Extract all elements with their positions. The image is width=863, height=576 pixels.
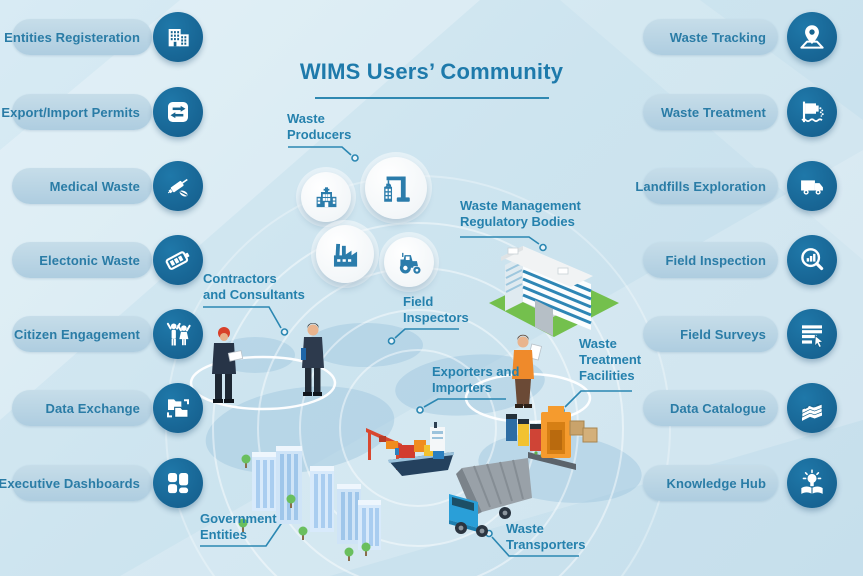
pill-label: Export/Import Permits [1,104,140,120]
pill-label: Entities Registeration [4,29,140,45]
label-waste-transporters: Waste Transporters [506,521,586,552]
pill-label: Medical Waste [49,178,140,194]
pill-waste-treatment[interactable]: Waste Treatment [643,94,778,130]
field-inspector-illustration [512,334,543,408]
pill-field-surveys[interactable]: Field Surveys [643,316,778,352]
map-pin-icon [787,12,837,62]
pill-executive-dashboards[interactable]: Executive Dashboards [0,465,152,501]
pill-medical-waste[interactable]: Medical Waste [12,168,152,204]
pill-knowledge-hub[interactable]: Knowledge Hub [643,465,778,501]
folders-icon [153,383,203,433]
label-waste-producers: Waste Producers [287,111,352,142]
pill-label: Landfills Exploration [635,178,766,194]
pill-label: Field Surveys [680,326,766,342]
lightbulb-book-icon [787,458,837,508]
cargo-ship-illustration [366,422,454,476]
pill-electronic-waste[interactable]: Electonic Waste [12,242,152,278]
title-underline [314,97,549,99]
producer-tractor-circle [384,237,434,287]
label-treatment-facilities: Waste Treatment Facilities [579,336,642,383]
pill-label: Citizen Engagement [13,326,140,342]
stacked-maps-icon [787,383,837,433]
contractors-people-illustration [212,323,324,403]
page-title: WIMS Users’ Community [299,59,564,84]
discharge-pipe-icon [787,87,837,137]
dashboard-tiles-icon [153,458,203,508]
transfer-arrows-icon [153,87,203,137]
ground-ring [189,355,337,411]
regulatory-building-illustration [489,246,619,337]
truck-icon [787,161,837,211]
survey-form-icon [787,309,837,359]
government-buildings-illustration [238,446,381,561]
producer-hospital-circle [301,172,351,222]
pill-label: Electonic Waste [39,252,140,268]
pill-export-import-permits[interactable]: Export/Import Permits [1,94,152,130]
syringe-icon [153,161,203,211]
factory-icon [333,243,357,267]
pill-data-catalogue[interactable]: Data Catalogue [643,390,778,426]
pill-label: Data Exchange [45,400,140,416]
tractor-icon [399,252,420,274]
garbage-truck-illustration [449,458,532,537]
label-regulatory-bodies: Waste Management Regulatory Bodies [460,198,581,229]
pill-entities-registration[interactable]: Entities Registeration [4,19,152,55]
hospital-icon [316,186,336,207]
treatment-facility-illustration [506,406,598,470]
crane-icon [383,176,410,202]
pill-label: Waste Treatment [660,104,766,120]
people-icon [153,309,203,359]
magnifier-chart-icon [787,235,837,285]
producer-factory-circle [316,225,374,283]
pill-data-exchange[interactable]: Data Exchange [12,390,152,426]
pill-field-inspection[interactable]: Field Inspection [643,242,778,278]
pill-label: Knowledge Hub [666,475,766,491]
battery-icon [153,235,203,285]
label-exporters-importers: Exporters and Importers [432,364,520,395]
pill-landfills-exploration[interactable]: Landfills Exploration [635,168,778,204]
pill-citizen-engagement[interactable]: Citizen Engagement [12,316,152,352]
pill-waste-tracking[interactable]: Waste Tracking [643,19,778,55]
pill-label: Waste Tracking [669,29,766,45]
pill-label: Data Catalogue [669,400,766,416]
label-government-entities: Government Entities [200,511,277,542]
pill-label: Executive Dashboards [0,475,140,491]
pill-label: Field Inspection [665,252,766,268]
buildings-icon [153,12,203,62]
label-contractors: Contractors and Consultants [203,271,305,302]
producer-crane-circle [365,157,427,219]
label-field-inspectors: Field Inspectors [403,294,469,325]
trees [238,454,371,561]
